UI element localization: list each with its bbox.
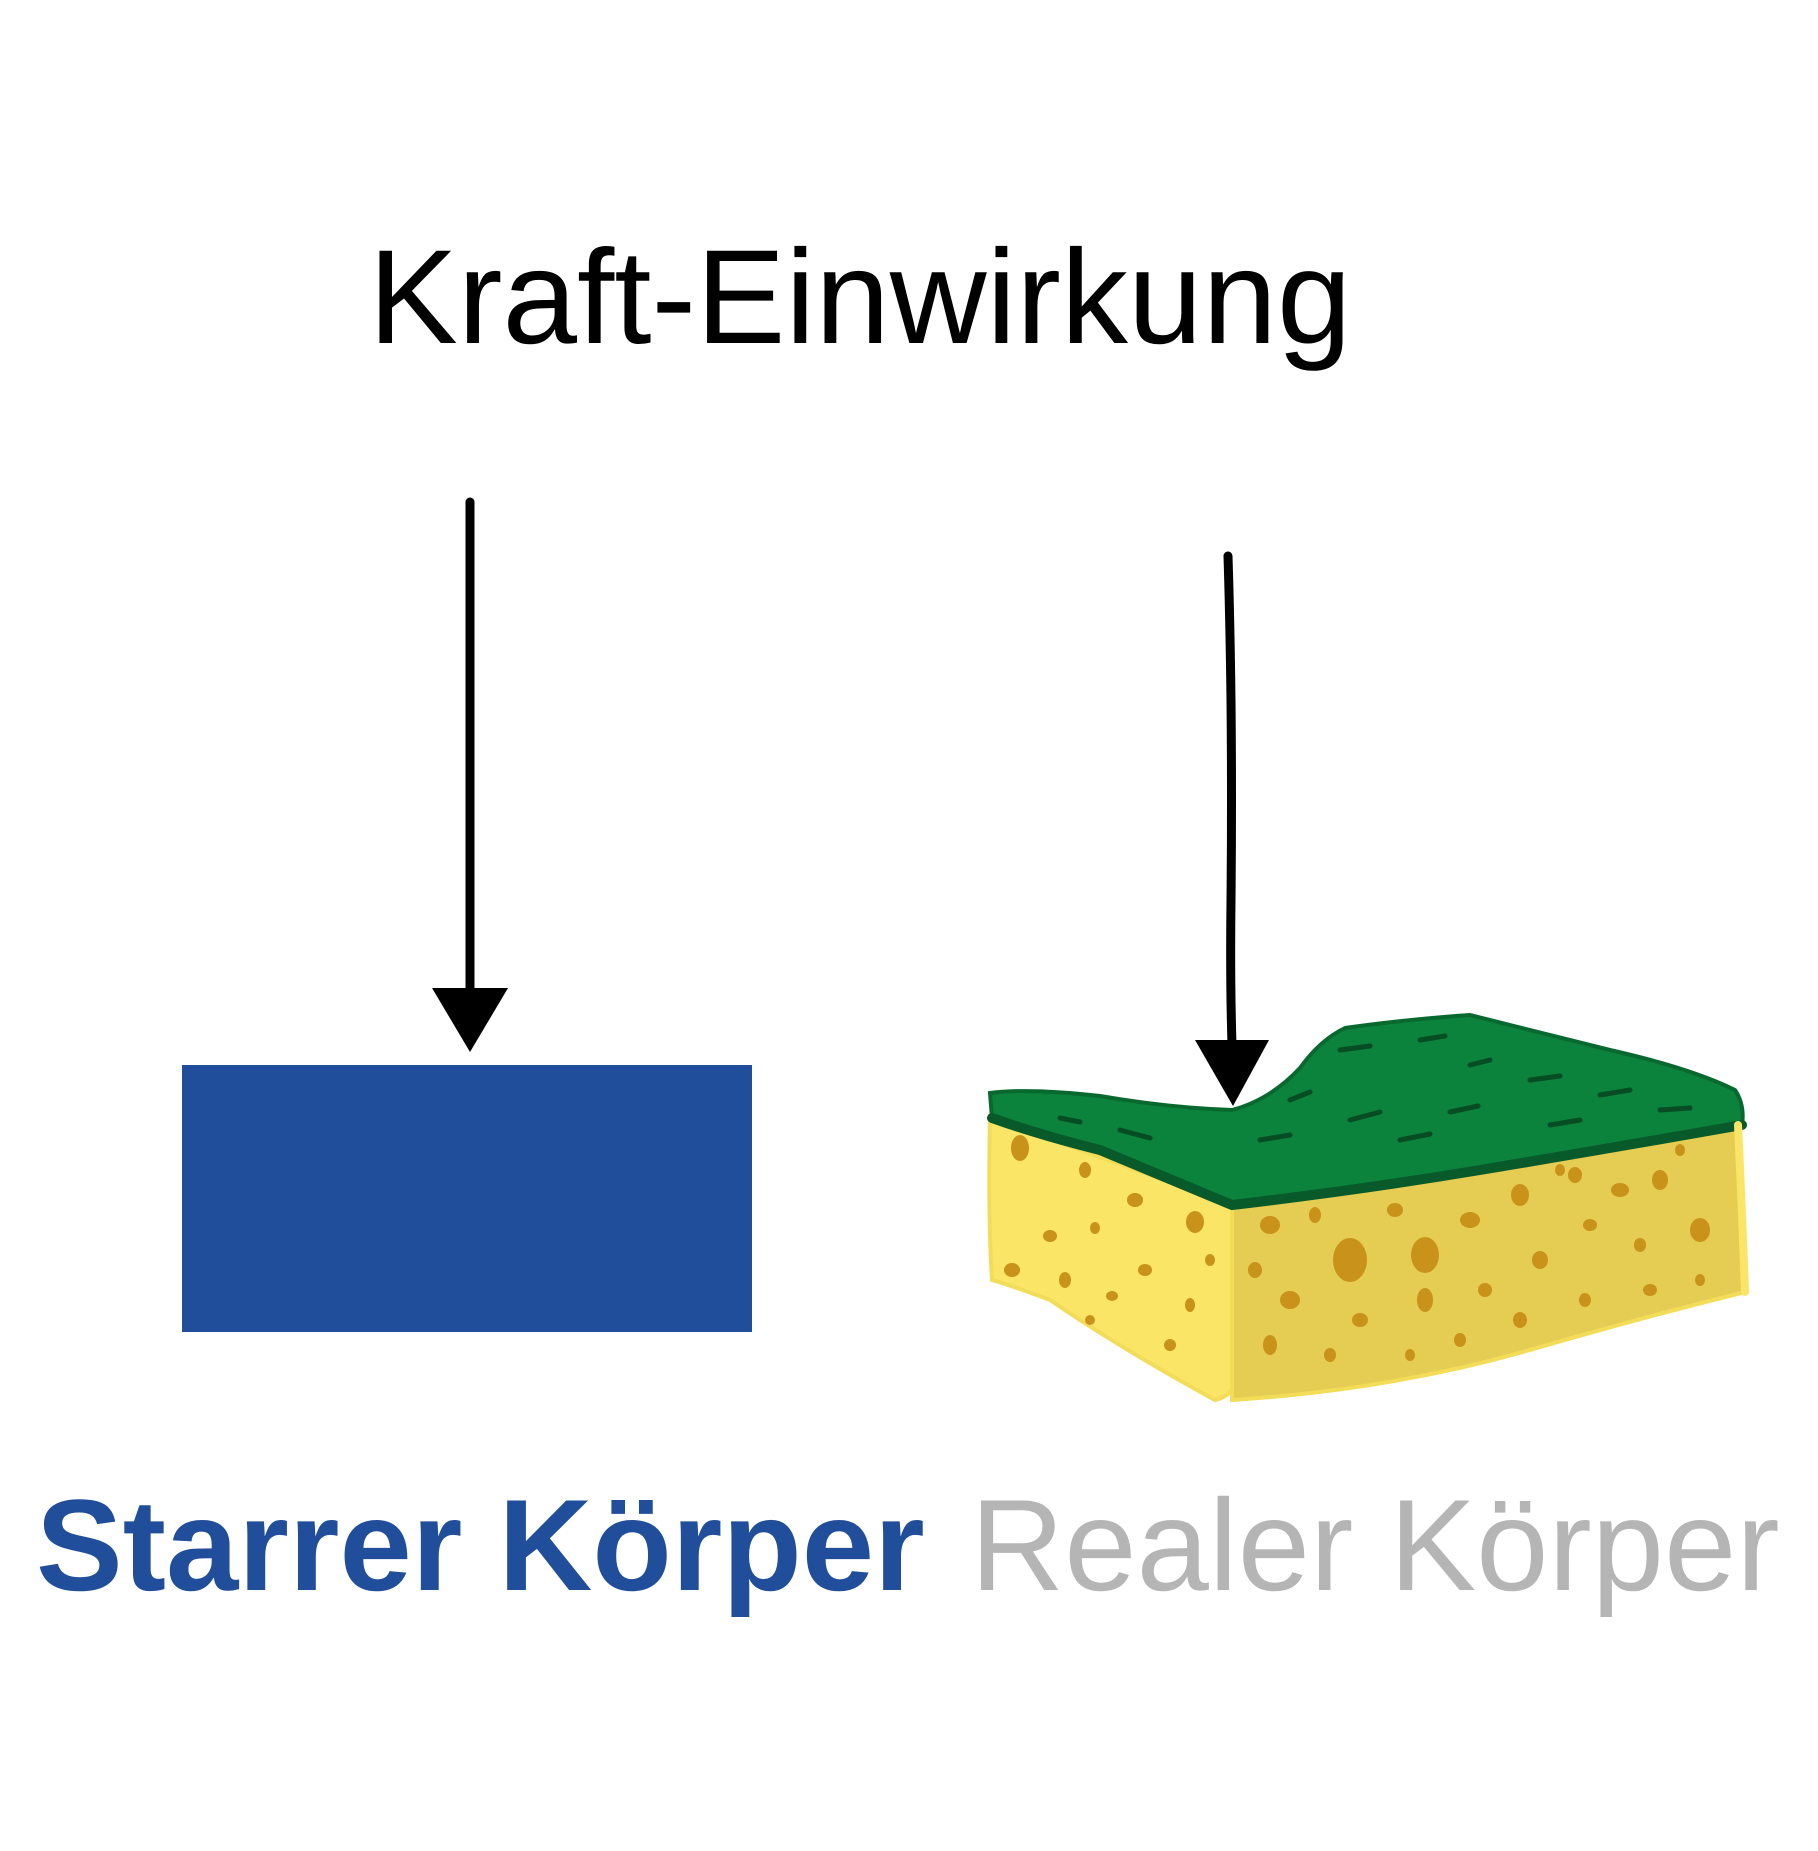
rigid-body-rect xyxy=(182,1065,752,1332)
real-body-label: Realer Körper xyxy=(970,1472,1780,1618)
force-arrow-left xyxy=(432,497,508,1052)
diagram-title: Kraft-Einwirkung xyxy=(368,223,1352,372)
sponge-illustration xyxy=(987,1012,1749,1403)
force-arrow-right xyxy=(1195,551,1269,1106)
rigid-body-label: Starrer Körper xyxy=(36,1472,925,1618)
